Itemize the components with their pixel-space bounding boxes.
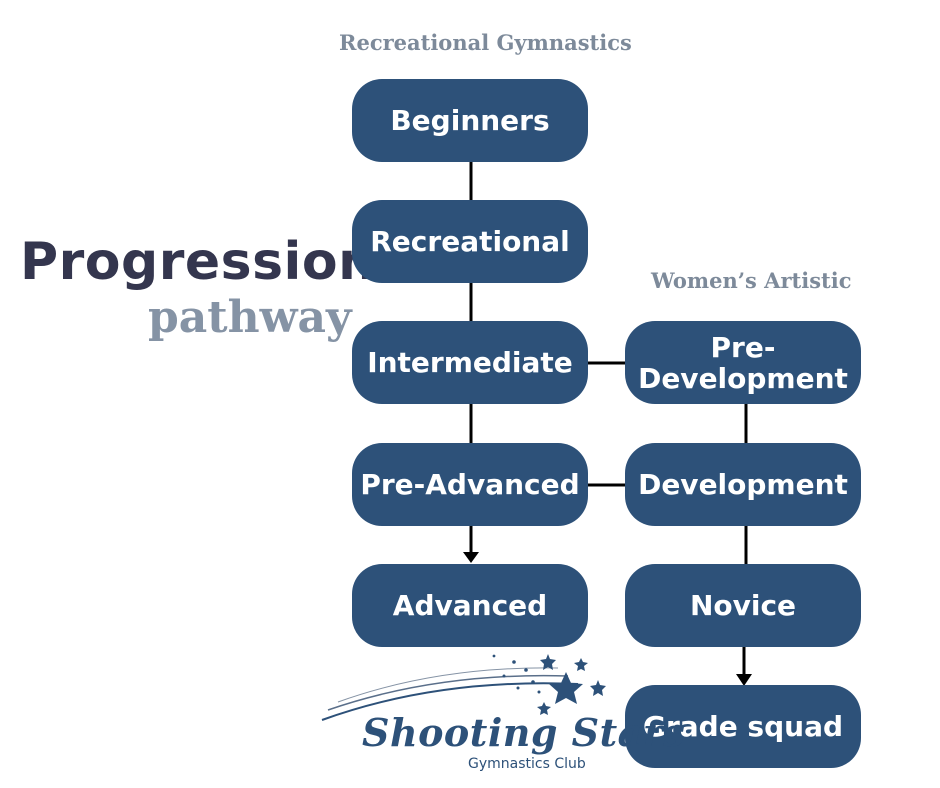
page-subtitle: pathway [148,292,352,343]
node-intermediate: Intermediate [352,321,588,404]
star-icon [590,680,606,696]
node-pre-development: Pre- Development [625,321,861,404]
node-development: Development [625,443,861,526]
star-icons [492,654,606,715]
page-title: Progression [20,232,376,292]
star-icon [537,702,551,715]
recreational-header: Recreational Gymnastics [339,30,632,55]
node-recreational: Recreational [352,200,588,283]
star-icon [549,672,583,704]
arrowhead-grade-squad [736,674,752,686]
arrowhead-advanced [463,552,479,563]
node-pre-advanced: Pre-Advanced [352,443,588,526]
node-novice: Novice [625,564,861,647]
star-icon [540,654,556,670]
shooting-stars-logo [321,654,606,721]
logo-tagline: Gymnastics Club [468,756,586,772]
node-grade-squad: Grade squad [625,685,861,768]
node-beginners: Beginners [352,79,588,162]
node-advanced: Advanced [352,564,588,647]
womens-artistic-header: Women’s Artistic [651,268,852,293]
star-icon [574,658,588,671]
logo-name: Shooting Stars [362,710,686,755]
